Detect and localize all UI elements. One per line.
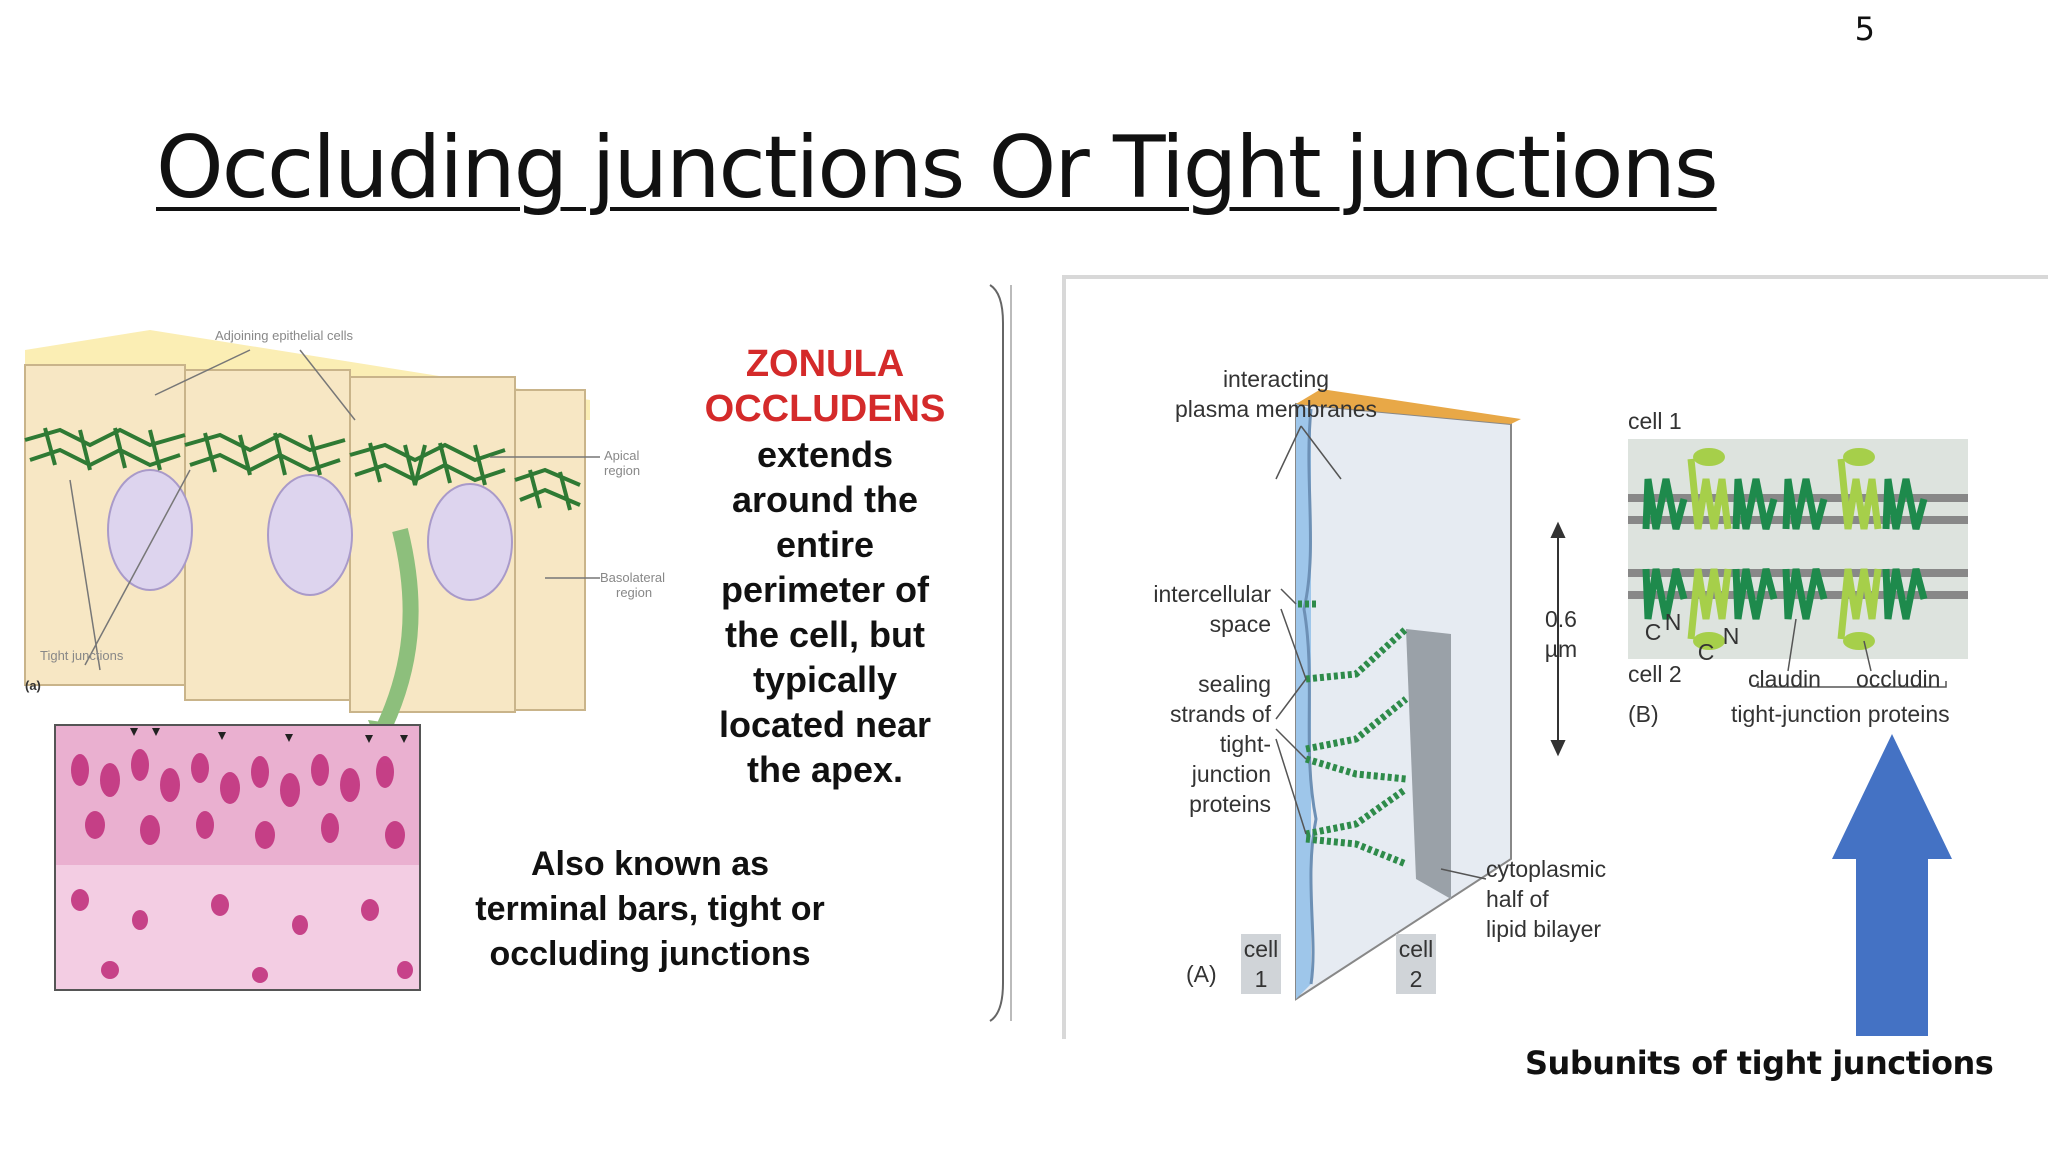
also-known-as-text: Also known as terminal bars, tight or oc… <box>430 842 870 977</box>
label-b-cell-2: cell 2 <box>1628 661 1682 687</box>
occludin-proteins <box>1687 458 1882 640</box>
sealing-strands <box>1298 600 1409 868</box>
label-cytoplasmic: lipid bilayer <box>1486 916 1602 942</box>
slide-number: 5 <box>1854 10 1875 48</box>
tight-junction-diagram <box>1241 389 1968 1036</box>
zonula-title: ZONULA OCCLUDENS <box>690 342 960 432</box>
intercellular-space <box>1296 404 1311 999</box>
label-sealing: proteins <box>1189 791 1271 817</box>
label-sealing: tight- <box>1219 731 1271 757</box>
label-sealing: junction <box>1191 761 1271 787</box>
label-measure-value: 0.6 <box>1545 606 1577 632</box>
label-sealing: sealing <box>1198 671 1271 697</box>
zonula-line: extends <box>756 434 894 475</box>
histology-micrograph <box>54 724 421 991</box>
label-intercellular-1: intercellular <box>1153 581 1271 607</box>
label-cytoplasmic: cytoplasmic <box>1486 856 1607 882</box>
label-measure-unit: µm <box>1544 636 1578 662</box>
zonula-line: the apex. <box>746 749 904 790</box>
label-interacting-1: interacting <box>1222 366 1330 392</box>
label-basolateral-1: Basolateral <box>600 570 666 585</box>
zonula-line: located near <box>718 704 932 745</box>
tight-junction-mesh <box>24 427 581 511</box>
label-sealing: strands of <box>1170 701 1271 727</box>
label-apical-2: region <box>604 463 641 478</box>
label-panel-a: (A) <box>1186 961 1217 987</box>
label-n-terminus: N <box>1664 609 1682 635</box>
aka-line: Also known as <box>530 845 770 883</box>
pointer-arrow <box>1832 734 1952 1036</box>
label-cell-1-word: cell <box>1243 936 1279 962</box>
right-figure-panel: interacting plasma membranes intercellul… <box>1062 275 2048 1039</box>
label-intercellular-2: space <box>1209 611 1271 637</box>
label-panel-b: (B) <box>1628 701 1659 727</box>
height-measure-arrow <box>1550 521 1566 757</box>
occludin-ends <box>1693 448 1875 650</box>
panel-b-background <box>1628 439 1968 659</box>
cell-nuclei <box>107 469 513 601</box>
panel-b-leader-lines <box>1757 618 1947 688</box>
panel-a-leader-lines <box>1275 425 1487 880</box>
label-cytoplasmic: half of <box>1486 886 1549 912</box>
label-occludin: occludin <box>1856 666 1941 692</box>
zonula-line: perimeter of <box>720 569 930 610</box>
cell-2-tag <box>1396 934 1436 994</box>
zonula-title-line-2: OCCLUDENS <box>704 388 946 430</box>
epithelial-illustration <box>24 330 600 991</box>
zonula-line: entire <box>775 524 875 565</box>
label-basolateral-2: region <box>616 585 653 600</box>
panel-separator-bracket <box>989 284 1012 1022</box>
plasma-membrane-right <box>1295 402 1512 1001</box>
label-cell-1-number: 1 <box>1254 966 1268 992</box>
aka-line: terminal bars, tight or <box>475 890 825 928</box>
label-tight-junction-proteins: tight-junction proteins <box>1731 701 1950 727</box>
zonula-description: extends around the entire perimeter of t… <box>690 432 960 792</box>
label-cell-2-number: 2 <box>1409 966 1423 992</box>
label-interacting-2: plasma membranes <box>1175 396 1377 422</box>
label-cell-2-word: cell <box>1398 936 1434 962</box>
label-panel-a: (a) <box>25 678 41 693</box>
membrane-top-edge <box>1296 389 1521 424</box>
zonula-title-line-1: ZONULA <box>745 343 905 385</box>
label-b-cell-1: cell 1 <box>1628 408 1682 434</box>
label-apical-1: Apical <box>604 448 640 463</box>
zonula-line: around the <box>732 479 918 520</box>
cell-1-tag <box>1241 934 1281 994</box>
label-claudin: claudin <box>1748 666 1821 692</box>
magnify-arrow <box>377 528 419 729</box>
label-n-terminus: N <box>1722 623 1740 649</box>
zonula-line: the cell, but <box>724 614 926 655</box>
label-adjoining-cells: Adjoining epithelial cells <box>215 328 354 343</box>
claudin-proteins <box>1642 478 1928 620</box>
slide-title: Occluding junctions Or Tight junctions <box>156 118 1719 218</box>
label-c-terminus: C <box>1697 639 1715 665</box>
cytoplasmic-half <box>1406 629 1451 899</box>
aka-line: occluding junctions <box>489 935 811 973</box>
subunits-caption: Subunits of tight junctions <box>1525 1044 1994 1082</box>
label-c-terminus: C <box>1644 619 1662 645</box>
zonula-line: typically <box>752 659 898 700</box>
label-tight-junctions: Tight junctions <box>40 648 124 663</box>
left-figure-panel: Adjoining epithelial cells Apical region… <box>0 280 1010 1020</box>
label-leader-lines <box>69 349 600 671</box>
